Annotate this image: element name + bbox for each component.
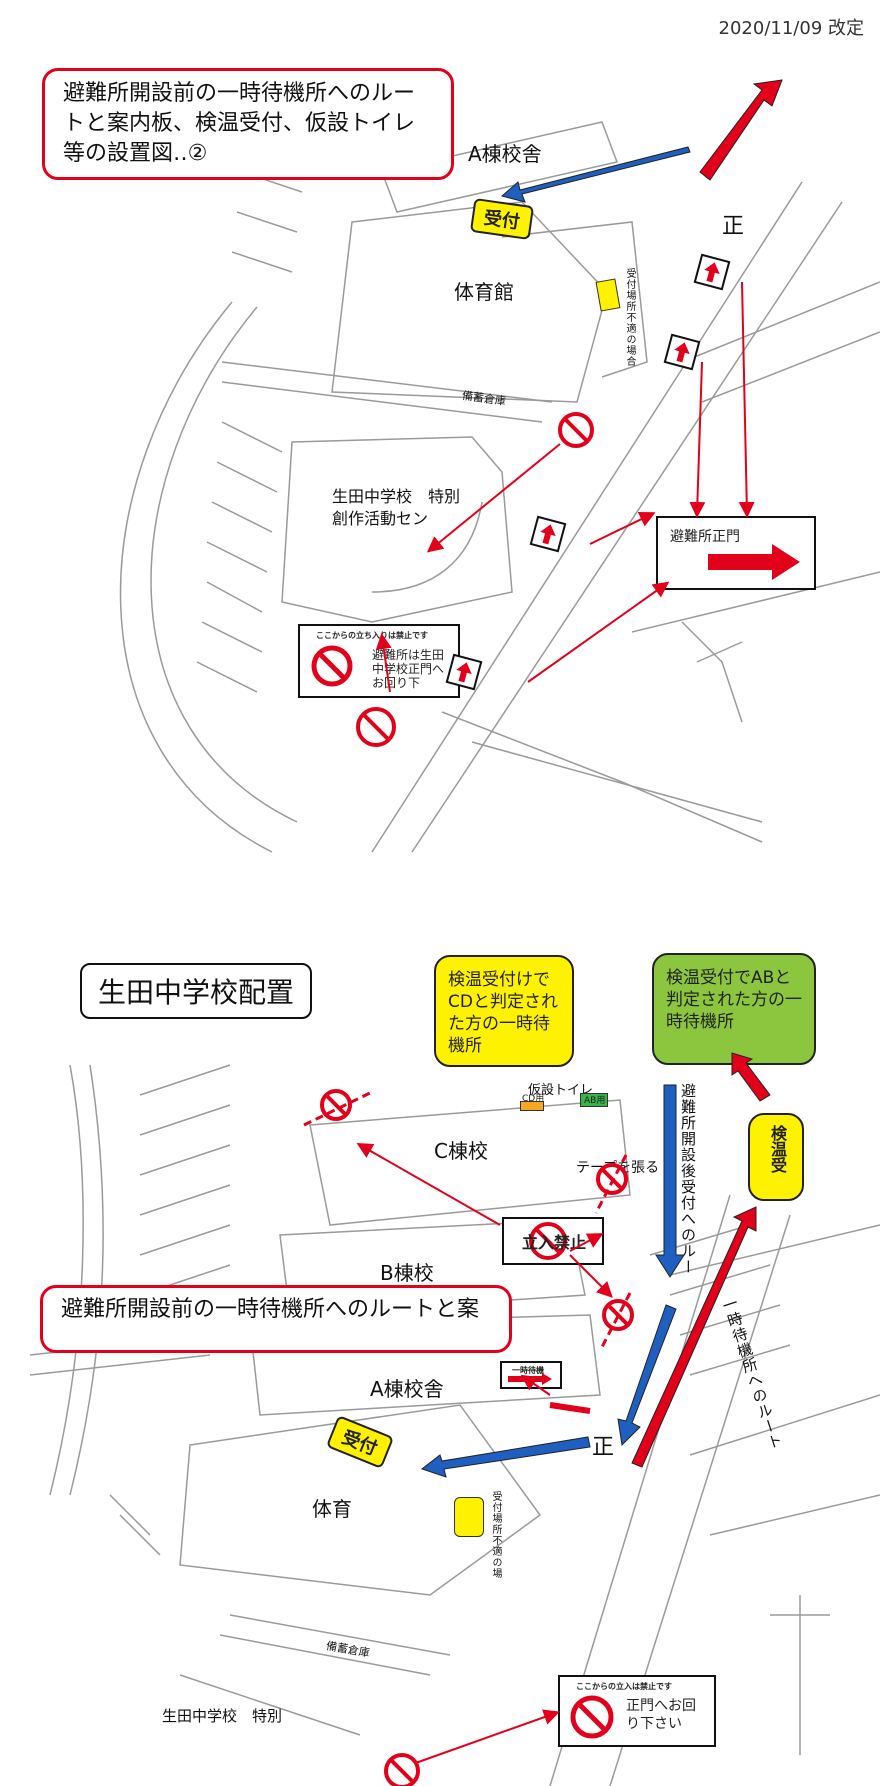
- label-building-a: A棟校舎: [370, 1377, 444, 1401]
- no-entry-text: 避難所は生田中学校正門へお回り下: [372, 648, 445, 690]
- alt-reception-marker: [454, 1497, 484, 1537]
- label-alt-reception: 受付場所不適の場合: [624, 268, 635, 367]
- shelter-gate-sign: 避難所正門: [656, 516, 816, 590]
- label-building-a: A棟校舎: [468, 142, 542, 166]
- label-building-b: B棟校: [380, 1261, 434, 1285]
- label-vertical-route: 避難所開設後受付へのルー: [679, 1083, 697, 1275]
- label-building-c: C棟校: [434, 1139, 488, 1163]
- map-1: 避難所開設前の一時待機所へのルートと案内板、検温受付、仮設トイレ等の設置図‥② …: [42, 62, 880, 902]
- label-cd-use: CD用: [522, 1094, 545, 1104]
- bottom-no-entry-text: 正門へお回り下さい: [626, 1698, 696, 1732]
- map-2-title: 生田中学校配置: [80, 963, 313, 1019]
- shelter-gate-text: 避難所正門: [670, 529, 740, 545]
- label-gym: 体育: [312, 1497, 352, 1521]
- no-entry-center-icon: [529, 1222, 567, 1260]
- shelter-gate-arrow-icon: [708, 544, 800, 580]
- no-entry-header: ここからの立ち入りは禁止です: [316, 631, 428, 640]
- label-temp-toilet: 仮設トイレ: [528, 1083, 594, 1098]
- map-1-title: 避難所開設前の一時待機所へのルートと案内板、検温受付、仮設トイレ等の設置図‥②: [42, 68, 454, 180]
- label-main-gate: 正: [592, 1435, 615, 1460]
- label-gym: 体育館: [454, 280, 514, 304]
- temp-wait-text: 一時待機: [512, 1366, 544, 1375]
- map-2-route-title: 避難所開設前の一時待機所へのルートと案: [40, 1285, 512, 1353]
- map-1-arrows: [356, 79, 783, 747]
- map-2: 生田中学校配置 検温受付けでCDと判定された方の一時待機所 検温受付でABと判定…: [30, 953, 880, 1786]
- toilet-cd-marker: [520, 1101, 544, 1111]
- label-school-building: 生田中学校 特別創作活動セン: [332, 487, 461, 528]
- map-2-arrows: [303, 1052, 771, 1786]
- label-alt-reception: 受付場所不適の場: [490, 1491, 501, 1579]
- toilet-ab-marker: [580, 1093, 608, 1107]
- label-school-building: 生田中学校 特別: [162, 1707, 283, 1725]
- bottom-no-entry-sign: ここからの立入は禁止です 正門へお回り下さい: [558, 1675, 716, 1747]
- label-ab-use: AB用: [584, 1096, 606, 1106]
- temp-check-box: 検温受: [748, 1113, 804, 1201]
- label-main-gate: 正: [722, 214, 745, 239]
- revision-date: 2020/11/09 改定: [718, 18, 864, 39]
- no-entry-center-text: 立入禁止: [522, 1233, 587, 1252]
- bottom-no-entry-icon: [570, 1695, 614, 1739]
- bottom-no-entry-header: ここからの立入は禁止です: [576, 1682, 672, 1691]
- no-entry-icon: [311, 645, 353, 687]
- cd-waiting-note: 検温受付けでCDと判定された方の一時待機所: [434, 955, 574, 1067]
